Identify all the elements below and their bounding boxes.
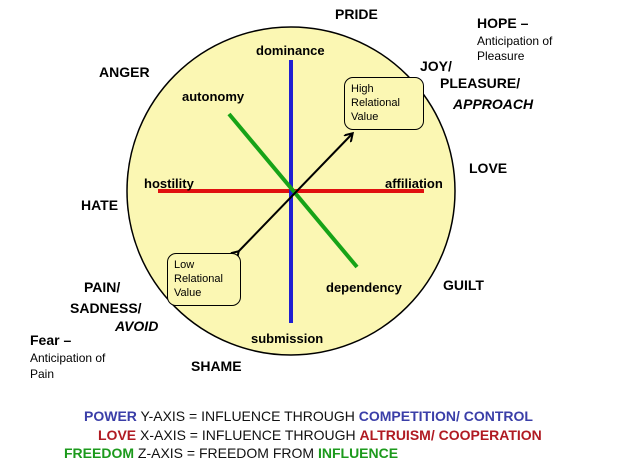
high-relational-value-box: High Relational Value (344, 77, 424, 130)
fear-line-2: Pain (30, 367, 55, 381)
fear-title: Fear – (30, 332, 72, 348)
hate-label: HATE (81, 197, 119, 213)
legend-power-text: Y-AXIS = INFLUENCE THROUGH (136, 408, 359, 424)
low-box-line-2: Relational (174, 273, 223, 285)
high-box-line-2: Relational (351, 97, 400, 109)
high-box-line-3: Value (351, 111, 379, 123)
legend-power-key: POWER (84, 408, 137, 424)
legend-freedom-key: FREEDOM (64, 445, 134, 461)
legend-power-line: POWER Y-AXIS = INFLUENCE THROUGH COMPETI… (84, 408, 533, 424)
hope-title: HOPE – (477, 15, 529, 31)
fear-line-1: Anticipation of (30, 351, 106, 365)
guilt-label: GUILT (443, 277, 484, 293)
legend-love-key: LOVE (98, 427, 137, 443)
submission-label: submission (251, 331, 324, 346)
low-box-line-3: Value (174, 287, 202, 299)
pleasure-label: PLEASURE/ (440, 75, 521, 91)
hostility-label: hostility (144, 176, 194, 191)
approach-label: APPROACH (453, 96, 534, 112)
legend-love-emph: ALTRUISM/ COOPERATION (359, 427, 542, 443)
autonomy-label: autonomy (182, 89, 245, 104)
shame-label: SHAME (191, 358, 242, 374)
hope-line-1: Anticipation of (477, 34, 553, 48)
dependency-label: dependency (326, 280, 402, 295)
pride-label: PRIDE (335, 6, 378, 22)
legend-freedom-text: Z-AXIS = FREEDOM FROM (134, 445, 318, 461)
sadness-label: SADNESS/ (70, 300, 142, 316)
legend-freedom-emph: INFLUENCE (317, 445, 399, 461)
relational-value-arrow (238, 134, 352, 252)
legend-love-line: LOVE X-AXIS = INFLUENCE THROUGH ALTRUISM… (98, 427, 542, 443)
low-relational-value-box: Low Relational Value (167, 253, 241, 306)
dominance-label: dominance (256, 43, 325, 58)
love-label: LOVE (469, 160, 508, 176)
pain-label: PAIN/ (84, 279, 121, 295)
joy-label: JOY/ (420, 58, 452, 74)
low-box-line-1: Low (174, 259, 195, 271)
high-box-line-1: High (351, 83, 374, 95)
legend-power-emph: COMPETITION/ CONTROL (358, 408, 533, 424)
hope-line-2: Pleasure (477, 49, 525, 63)
legend-love-text: X-AXIS = INFLUENCE THROUGH (136, 427, 360, 443)
legend-freedom-line: FREEDOM Z-AXIS = FREEDOM FROM INFLUENCE (64, 445, 398, 461)
affiliation-label: affiliation (385, 176, 443, 191)
anger-label: ANGER (99, 64, 150, 80)
avoid-label: AVOID (115, 318, 159, 334)
